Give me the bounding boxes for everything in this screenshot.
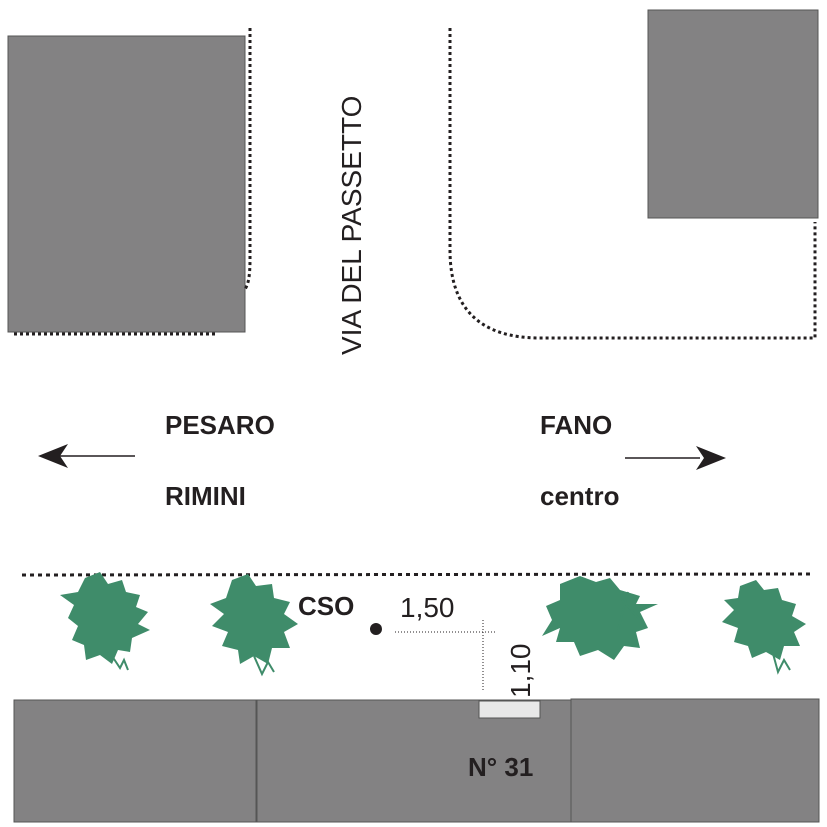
building-bottom-right: [570, 698, 820, 823]
arrow-left-icon: [38, 444, 135, 468]
curb-bottom: [21, 572, 811, 577]
building-top-right: [647, 9, 819, 219]
tree-icon: [542, 576, 658, 660]
direction-right-line2: centro: [540, 481, 619, 511]
direction-right-line1: FANO: [540, 410, 612, 440]
house-number: N° 31: [468, 752, 533, 782]
building-bottom-middle: [256, 699, 572, 823]
building-top-left: [7, 35, 246, 333]
point-label: CSO: [298, 591, 354, 621]
dimension-vertical-label: 1,10: [505, 644, 536, 699]
tree-icon: [210, 574, 298, 677]
dimension-horizontal-label: 1,50: [400, 592, 455, 623]
tree-icon: [60, 572, 150, 671]
street-name: VIA DEL PASSETTO: [336, 96, 367, 355]
arrow-right-icon: [625, 446, 726, 470]
tree-icon: [722, 580, 806, 675]
building-bottom-left: [13, 699, 257, 823]
point-marker: [370, 623, 382, 635]
direction-left-line1: PESARO: [165, 410, 275, 440]
direction-left-line2: RIMINI: [165, 481, 246, 511]
curb-top-right: [448, 28, 817, 340]
reference-marker: [478, 700, 541, 719]
